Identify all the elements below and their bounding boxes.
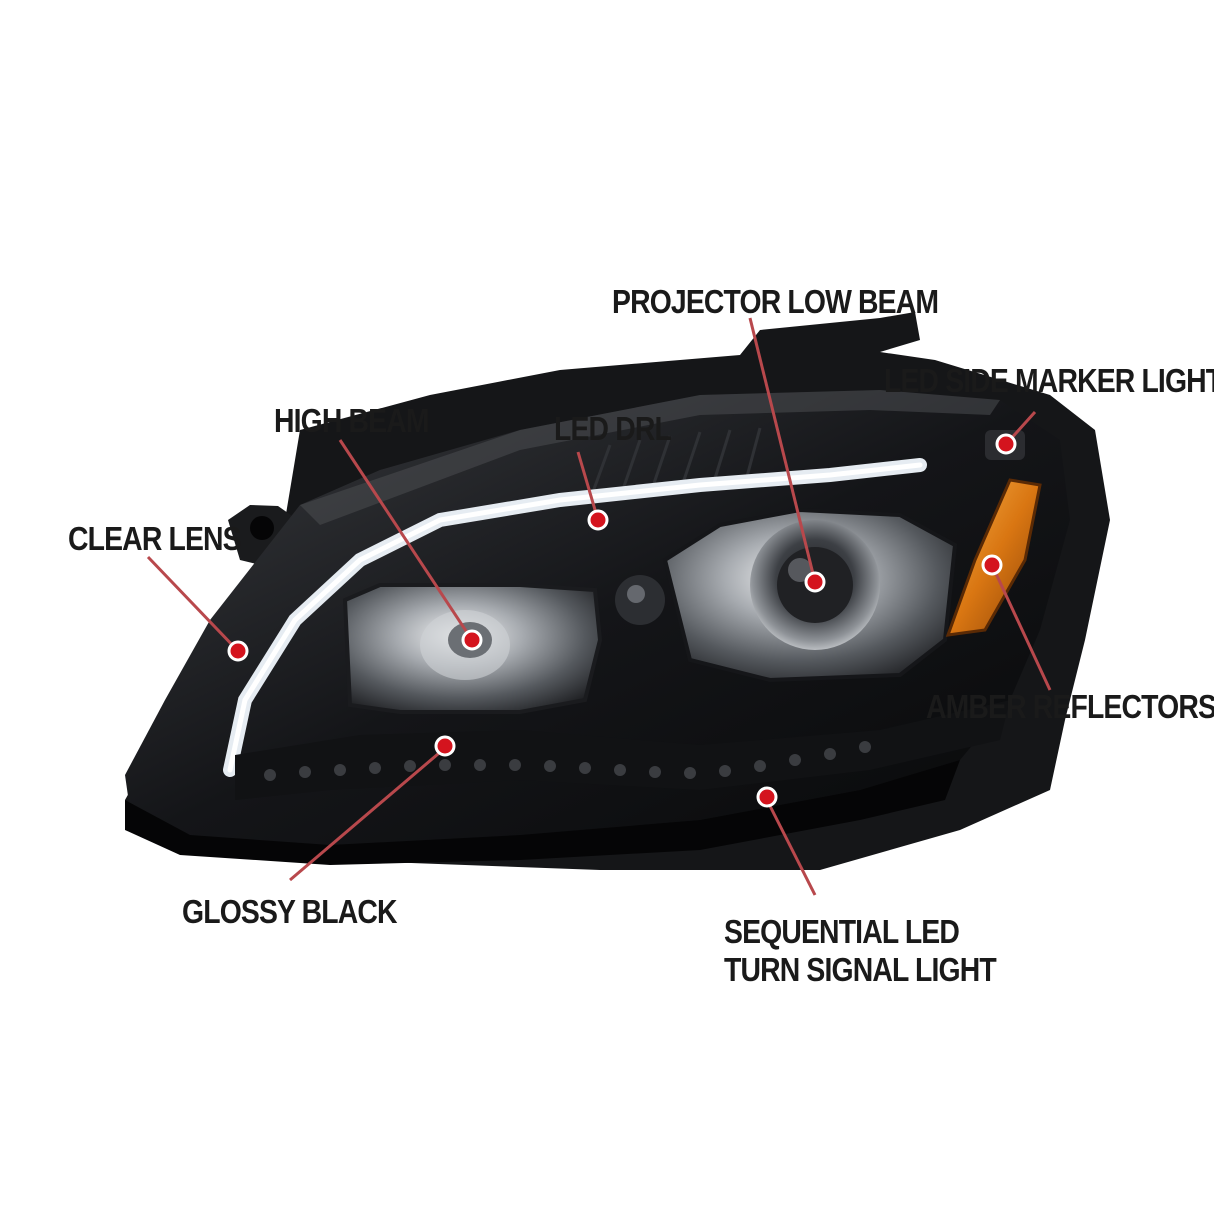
led-side-marker-light-label: LED SIDE MARKER LIGHT — [884, 362, 1214, 399]
marker-amber — [981, 554, 1003, 576]
clear-lens-label: CLEAR LENS — [68, 520, 242, 557]
sequential-led-line1: SEQUENTIAL LED — [724, 913, 960, 950]
marker-side-marker — [995, 433, 1017, 455]
projector-low-beam-label: PROJECTOR LOW BEAM — [612, 283, 939, 320]
amber-reflectors-label: AMBER REFLECTORS — [926, 688, 1214, 725]
marker-glossy-black — [434, 735, 456, 757]
callout-markers — [227, 433, 1017, 808]
housing-bottom-lip — [125, 760, 960, 865]
marker-projector — [804, 571, 826, 593]
sequential-led-line2: TURN SIGNAL LIGHT — [724, 951, 997, 988]
turn-signal-leds — [264, 741, 871, 781]
glossy-black-label: GLOSSY BLACK — [182, 893, 398, 930]
led-drl-label: LED DRL — [554, 410, 672, 447]
leader-lines — [146, 317, 1052, 896]
lens-reflection — [300, 390, 1000, 525]
turn-signal-strip — [235, 700, 1010, 800]
marker-turn-signal — [756, 786, 778, 808]
marker-drl — [587, 509, 609, 531]
marker-clear-lens — [227, 640, 249, 662]
sequential-led-turn-signal-label: SEQUENTIAL LED TURN SIGNAL LIGHT — [724, 913, 997, 989]
marker-high-beam — [461, 629, 483, 651]
high-beam-label: HIGH BEAM — [274, 402, 430, 439]
